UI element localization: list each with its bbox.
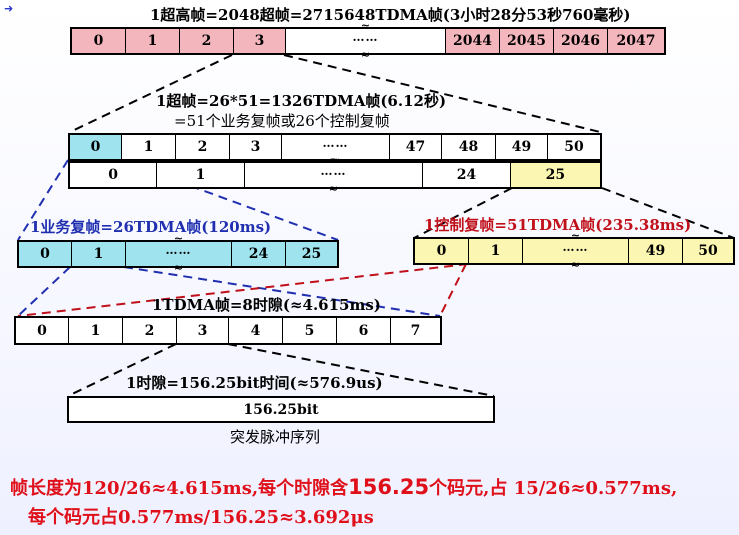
control-multiframe-row: 0 1 ≈ …… ≈ 49 50 bbox=[413, 231, 735, 270]
superframe-cell: 24 bbox=[423, 163, 511, 187]
break-mark: ≈ bbox=[570, 258, 581, 271]
break-mark: ≈ bbox=[328, 182, 339, 195]
traffic-cell: 0 bbox=[19, 242, 72, 266]
superframe-cell: 1 bbox=[157, 163, 245, 187]
superframe-ellipsis-cell: ≈ …… ≈ bbox=[245, 155, 424, 194]
control-multiframe-label: 1控制复帧=51TDMA帧(235.38ms) bbox=[424, 216, 692, 234]
superframe-row-traffic: 0 1 2 3 …… ≈ 47 48 49 50 bbox=[68, 133, 602, 166]
timeslot-cell: 3 bbox=[177, 318, 229, 343]
timeslot-cell: 4 bbox=[229, 318, 283, 343]
traffic-cell: 1 bbox=[72, 242, 126, 266]
hyperframe-cell: 2044 bbox=[446, 29, 500, 53]
superframe-cell: 47 bbox=[390, 135, 442, 159]
superframe-row-control: 0 1 ≈ …… ≈ 24 25 bbox=[68, 155, 602, 194]
footer-text: 个码元,占 15/26≈0.577ms, bbox=[429, 478, 678, 499]
break-mark: ≈ bbox=[173, 233, 184, 246]
timeslot-cell: 2 bbox=[123, 318, 177, 343]
hyperframe-label: 1超高帧=2048超帧=2715648TDMA帧(3小时28分53秒760毫秒) bbox=[150, 6, 631, 24]
break-mark: ≈ bbox=[331, 155, 340, 166]
timeslot-label: 1时隙=156.25bit时间(≈576.9us) bbox=[126, 374, 383, 392]
control-cell: 1 bbox=[469, 239, 523, 263]
ellipsis: …… bbox=[352, 30, 379, 44]
footer-symbol-count: 156.25 bbox=[348, 475, 430, 499]
superframe-ellipsis-cell: …… ≈ bbox=[282, 135, 390, 166]
superframe-cell: 0 bbox=[70, 163, 158, 187]
superframe-cell: 2 bbox=[176, 135, 230, 159]
superframe-cell: 0 bbox=[70, 135, 122, 159]
footer-line-1: 帧长度为120/26≈4.615ms,每个时隙含156.25个码元,占 15/2… bbox=[10, 474, 677, 500]
ellipsis: …… bbox=[322, 136, 349, 150]
superframe-cell: 48 bbox=[442, 135, 496, 159]
ellipsis: …… bbox=[165, 243, 192, 257]
timeslot-cell: 7 bbox=[410, 322, 421, 339]
traffic-cell: 25 bbox=[301, 246, 322, 262]
break-mark: ≈ bbox=[570, 230, 581, 243]
footer-text: 帧长度为120/26≈4.615ms,每个时隙含 bbox=[10, 478, 349, 499]
control-cell: 0 bbox=[415, 239, 469, 263]
timeslot-cell: 0 bbox=[16, 318, 69, 343]
timeslot-value: 156.25bit bbox=[243, 401, 319, 418]
connector-tdma-blue-left bbox=[17, 266, 71, 317]
hyperframe-cell: 2 bbox=[180, 29, 234, 53]
control-cell: 50 bbox=[698, 243, 718, 259]
connector-tdma-red-right bbox=[439, 263, 467, 317]
hyperframe-cell: 1 bbox=[126, 29, 180, 53]
superframe-label-line1: 1超帧=26*51=1326TDMA帧(6.12秒) bbox=[156, 92, 447, 110]
traffic-cell: 24 bbox=[232, 242, 286, 266]
superframe-cell: 25 bbox=[510, 163, 601, 187]
tdma-frame-row: 0 1 2 3 4 5 6 7 bbox=[14, 316, 442, 345]
superframe-cell: 1 bbox=[122, 135, 176, 159]
footer-line-2: 每个码元占0.577ms/156.25≈3.692μs bbox=[28, 507, 374, 528]
hyperframe-row: 0 1 2 3 ≈ …… ≈ 2044 2045 2046 2047 bbox=[70, 21, 666, 60]
superframe-cell: 49 bbox=[496, 135, 548, 159]
timeslot-cell: 5 bbox=[283, 318, 337, 343]
break-mark: ≈ bbox=[360, 20, 371, 33]
break-mark: ≈ bbox=[328, 154, 339, 167]
hyperframe-ellipsis-cell: ≈ …… ≈ bbox=[286, 21, 446, 60]
break-mark: ≈ bbox=[173, 261, 184, 274]
hyperframe-cell: 2047 bbox=[616, 33, 656, 49]
ellipsis: …… bbox=[562, 240, 589, 254]
arrow-icon: ➜ bbox=[4, 2, 14, 15]
superframe-cell: 3 bbox=[230, 135, 282, 159]
tdma-frame-label: 1TDMA帧=8时隙(≈4.615ms) bbox=[152, 296, 381, 314]
superframe-label-line2: =51个业务复帧或26个控制复帧 bbox=[174, 112, 390, 130]
hyperframe-cell: 0 bbox=[72, 29, 126, 53]
control-cell: 49 bbox=[629, 239, 683, 263]
hyperframe-cell: 2045 bbox=[500, 29, 554, 53]
superframe-cell: 50 bbox=[564, 139, 584, 155]
timeslot-cell: 1 bbox=[69, 318, 123, 343]
hyperframe-cell: 3 bbox=[234, 29, 286, 53]
burst-caption: 突发脉冲序列 bbox=[230, 428, 321, 446]
timeslot-box: 156.25bit bbox=[67, 396, 495, 423]
control-ellipsis-cell: ≈ …… ≈ bbox=[523, 231, 629, 270]
traffic-ellipsis-cell: ≈ …… ≈ bbox=[126, 234, 232, 273]
timeslot-cell: 6 bbox=[337, 318, 391, 343]
break-mark: ≈ bbox=[360, 48, 371, 61]
ellipsis: …… bbox=[320, 164, 347, 178]
traffic-multiframe-row: 0 1 ≈ …… ≈ 24 25 bbox=[17, 234, 339, 273]
traffic-multiframe-label: 1业务复帧=26TDMA帧(120ms) bbox=[30, 218, 272, 236]
hyperframe-cell: 2046 bbox=[554, 29, 608, 53]
